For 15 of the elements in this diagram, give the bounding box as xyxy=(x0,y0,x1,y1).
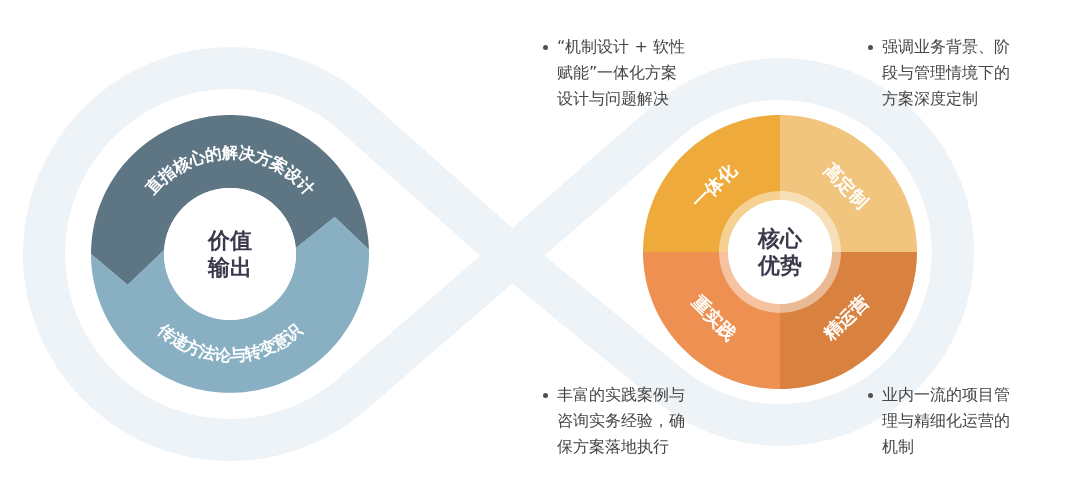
segment-label: 重实践 xyxy=(686,291,741,346)
ring-segment xyxy=(91,217,369,393)
segment-label: 一体化 xyxy=(686,158,741,213)
center-label: 核心优势 xyxy=(758,224,802,280)
bullet-text: “机制设计 + 软性赋能”一体化方案设计与问题解决 xyxy=(557,36,686,110)
pie-segment xyxy=(643,115,780,252)
segment-label: 传递方法论与转变意识 xyxy=(154,320,306,366)
ring-segment xyxy=(91,115,369,286)
bullet-text: 丰富的实践案例与咨询实务经验，确保方案落地执行 xyxy=(557,384,686,458)
center-label: 价值输出 xyxy=(208,226,252,282)
segment-label: 高定制 xyxy=(819,158,874,213)
bullet-text: 业内一流的项目管理与精细化运营的机制 xyxy=(882,384,1011,458)
segment-label: 精运营 xyxy=(819,291,874,346)
bullet-text: 强调业务背景、阶段与管理情境下的方案深度定制 xyxy=(882,36,1011,110)
segment-label: 直指核心的解决方案设计 xyxy=(142,143,318,199)
